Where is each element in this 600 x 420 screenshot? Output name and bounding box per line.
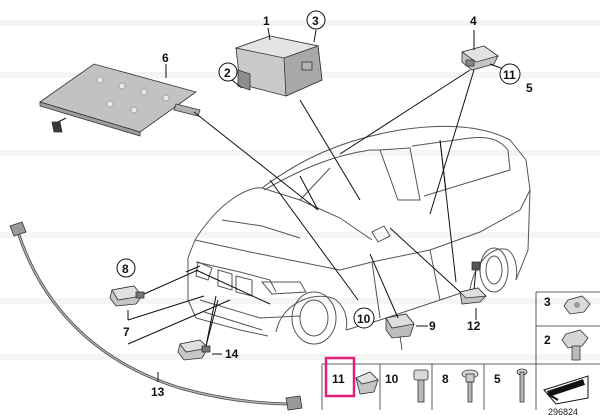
leader-lines	[127, 27, 507, 382]
part-13-cable	[9, 221, 303, 411]
screw-5-icon	[516, 368, 528, 403]
bottom-parts-strip: 11 10 8 5 3	[321, 291, 600, 417]
callout-2: 2	[224, 66, 231, 80]
nut-3-icon	[563, 295, 591, 315]
strip-label-8: 8	[442, 372, 449, 386]
callout-labels: 1 3 2 4 11 5 6 8 7 14 10 9 12 13	[116, 10, 533, 399]
highlight-box-11	[324, 356, 356, 398]
strip-label-2: 2	[544, 333, 551, 347]
callout-8: 8	[122, 262, 129, 276]
callout-3: 3	[312, 14, 319, 28]
strip-label-5: 5	[494, 372, 501, 386]
strip-label-3: 3	[544, 295, 551, 309]
fastener-arrow-icon	[543, 375, 589, 405]
bolt-2-icon	[561, 329, 589, 361]
callout-9: 9	[429, 319, 436, 333]
part-1-control-module	[234, 35, 323, 97]
callout-11-top: 11	[503, 68, 516, 82]
callout-10: 10	[357, 312, 371, 326]
callout-13: 13	[151, 385, 165, 399]
diagram-reference-number: 296824	[548, 407, 578, 417]
callout-4: 4	[470, 14, 477, 28]
bolt-10-icon	[413, 369, 429, 403]
part-7-sensor	[109, 285, 145, 307]
part-4-sensor	[461, 45, 499, 71]
part-14-sensor	[177, 339, 211, 361]
clip-11-icon	[355, 371, 379, 395]
callout-6: 6	[162, 51, 169, 65]
callout-5: 5	[526, 81, 533, 95]
part-6-seat-mat	[39, 63, 201, 137]
strip-label-11: 11	[332, 372, 345, 386]
strip-label-10: 10	[385, 372, 399, 386]
callout-12: 12	[467, 319, 481, 333]
callout-14: 14	[225, 347, 239, 361]
part-9-sensor	[385, 313, 415, 351]
screw-8-icon	[461, 369, 479, 403]
callout-7: 7	[123, 325, 130, 339]
part-12-sensor	[459, 261, 487, 305]
callout-1: 1	[263, 14, 270, 28]
